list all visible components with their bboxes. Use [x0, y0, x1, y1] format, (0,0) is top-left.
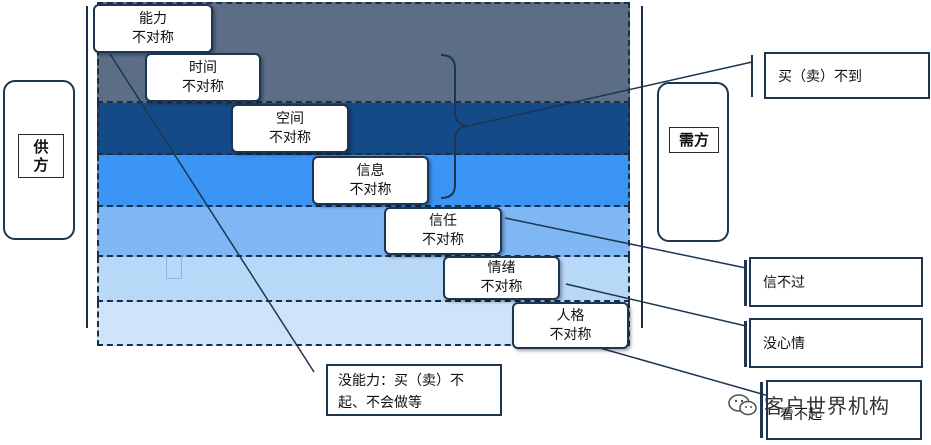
demand-label: 需方: [669, 127, 719, 153]
wechat-icon: [728, 393, 757, 415]
note-line-1: 没能力：买（卖）不: [338, 373, 464, 389]
buy-sell-fail-accent: [751, 55, 753, 97]
look-down-accent: [760, 382, 763, 438]
faint-marker: [166, 253, 182, 279]
asymmetry-suffix: 不对称: [349, 181, 392, 198]
emotion-asymmetry-box: 情绪 不对称: [443, 256, 560, 300]
watermark: 客户世界机构: [728, 390, 890, 419]
asymmetry-suffix: 不对称: [549, 326, 592, 343]
asymmetry-name: 信任: [429, 213, 457, 229]
asymmetry-suffix: 不对称: [182, 78, 224, 95]
buy-sell-fail-box: 买（卖）不到: [764, 52, 930, 99]
band-trust: [97, 207, 630, 257]
asymmetry-name: 时间: [189, 59, 217, 76]
asymmetry-name: 情绪: [487, 260, 516, 276]
info-asymmetry-box: 信息 不对称: [312, 156, 429, 205]
note-line-2: 起、不会做等: [338, 395, 422, 411]
watermark-text: 客户世界机构: [764, 394, 890, 418]
supply-bar: [86, 6, 88, 328]
no-mood-box: 没心情: [749, 318, 923, 368]
trust-asymmetry-box: 信任 不对称: [384, 207, 502, 255]
asymmetry-suffix: 不对称: [422, 232, 464, 248]
asymmetry-suffix: 不对称: [269, 129, 311, 146]
buy-sell-fail-text: 买（卖）不到: [778, 68, 862, 85]
no-mood-accent: [744, 321, 747, 367]
demand-panel: [657, 82, 729, 242]
capability-asymmetry-box: 能力 不对称: [93, 4, 213, 53]
asymmetry-suffix: 不对称: [132, 29, 174, 46]
time-asymmetry-box: 时间 不对称: [145, 53, 261, 102]
no-mood-text: 没心情: [763, 336, 805, 352]
demand-bar: [641, 6, 643, 328]
asymmetry-name: 空间: [276, 110, 304, 127]
capability-note-box: 没能力：买（卖）不 起、不会做等: [326, 364, 502, 416]
space-asymmetry-box: 空间 不对称: [231, 104, 349, 153]
distrust-accent: [744, 260, 747, 306]
supply-label: 供方: [18, 134, 64, 178]
asymmetry-name: 能力: [139, 10, 167, 27]
look-down-box: 看不起: [766, 380, 922, 440]
distrust-text: 信不过: [763, 275, 805, 291]
distrust-box: 信不过: [749, 257, 923, 307]
look-down-text: 看不起: [780, 407, 822, 423]
asymmetry-name: 信息: [356, 162, 385, 179]
personality-asymmetry-box: 人格 不对称: [512, 302, 629, 349]
asymmetry-name: 人格: [556, 307, 585, 324]
band-space: [97, 103, 630, 155]
asymmetry-suffix: 不对称: [480, 279, 523, 295]
